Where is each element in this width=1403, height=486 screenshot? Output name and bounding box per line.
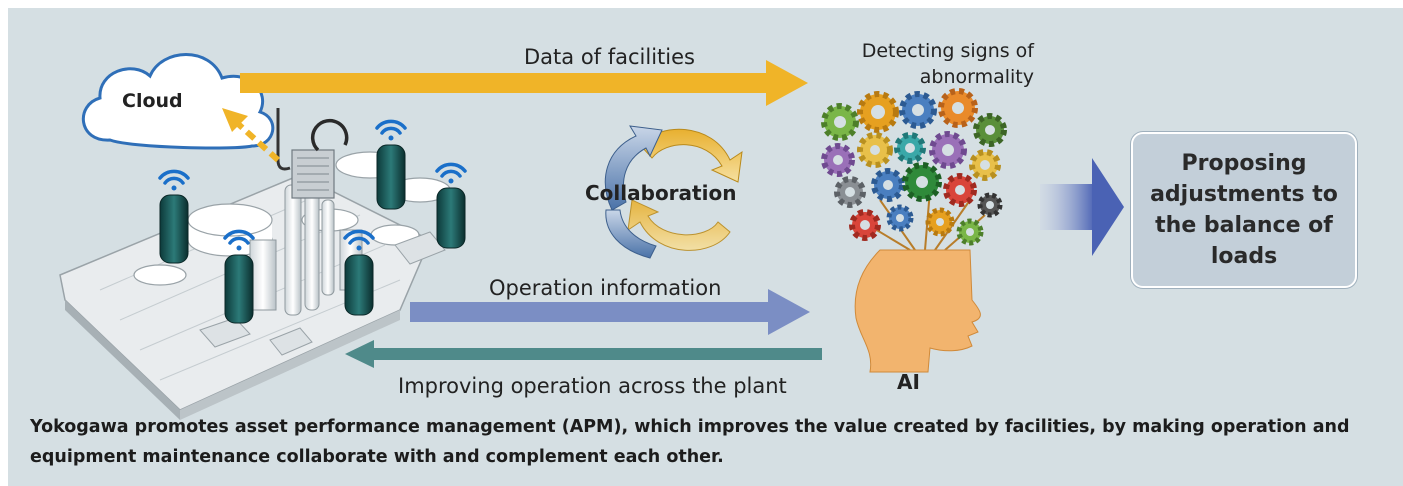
gear-icon bbox=[857, 132, 893, 168]
plant-to-cloud-arrow bbox=[222, 108, 281, 163]
gear-icon bbox=[871, 168, 905, 202]
data-of-facilities-label: Data of facilities bbox=[524, 45, 695, 69]
gear-cluster bbox=[821, 88, 1007, 246]
gear-icon bbox=[894, 132, 926, 164]
caption: Yokogawa promotes asset performance mana… bbox=[30, 417, 1350, 467]
gear-icon bbox=[969, 149, 1001, 181]
detecting-signs-label: Detecting signs of abnormality bbox=[861, 40, 1034, 88]
collaboration-label: Collaboration bbox=[585, 181, 737, 205]
gear-icon bbox=[821, 103, 859, 141]
proposal-text: Proposing adjustments to the balance of … bbox=[1150, 151, 1338, 269]
gear-icon bbox=[834, 176, 866, 208]
gear-icon bbox=[977, 192, 1003, 218]
improving-operation-label: Improving operation across the plant bbox=[398, 374, 787, 398]
head-icon bbox=[854, 189, 986, 373]
gear-icon bbox=[821, 143, 855, 177]
gear-icon bbox=[902, 162, 942, 202]
gear-icon bbox=[899, 91, 937, 129]
gear-icon bbox=[925, 207, 955, 237]
gear-icon bbox=[849, 209, 881, 241]
cloud-icon bbox=[82, 53, 275, 150]
ai-label: AI bbox=[897, 370, 920, 394]
cloud-label: Cloud bbox=[122, 90, 183, 112]
proposal-arrow bbox=[1040, 158, 1124, 256]
wifi-icon bbox=[158, 119, 467, 251]
wireless-sensors bbox=[159, 144, 466, 324]
gear-icon bbox=[973, 113, 1007, 147]
gear-icon bbox=[943, 173, 977, 207]
operation-information-label: Operation information bbox=[489, 276, 722, 300]
data-of-facilities-arrow bbox=[240, 60, 808, 106]
cycle-icon bbox=[604, 125, 743, 259]
gear-icon bbox=[857, 91, 899, 133]
gear-icon bbox=[956, 218, 984, 246]
gear-icon bbox=[886, 204, 914, 232]
improving-operation-arrow bbox=[345, 340, 822, 368]
proposal-box: Proposing adjustments to the balance of … bbox=[1131, 132, 1357, 288]
gear-icon bbox=[929, 131, 967, 169]
operation-information-arrow bbox=[410, 289, 810, 335]
gear-icon bbox=[938, 88, 978, 128]
